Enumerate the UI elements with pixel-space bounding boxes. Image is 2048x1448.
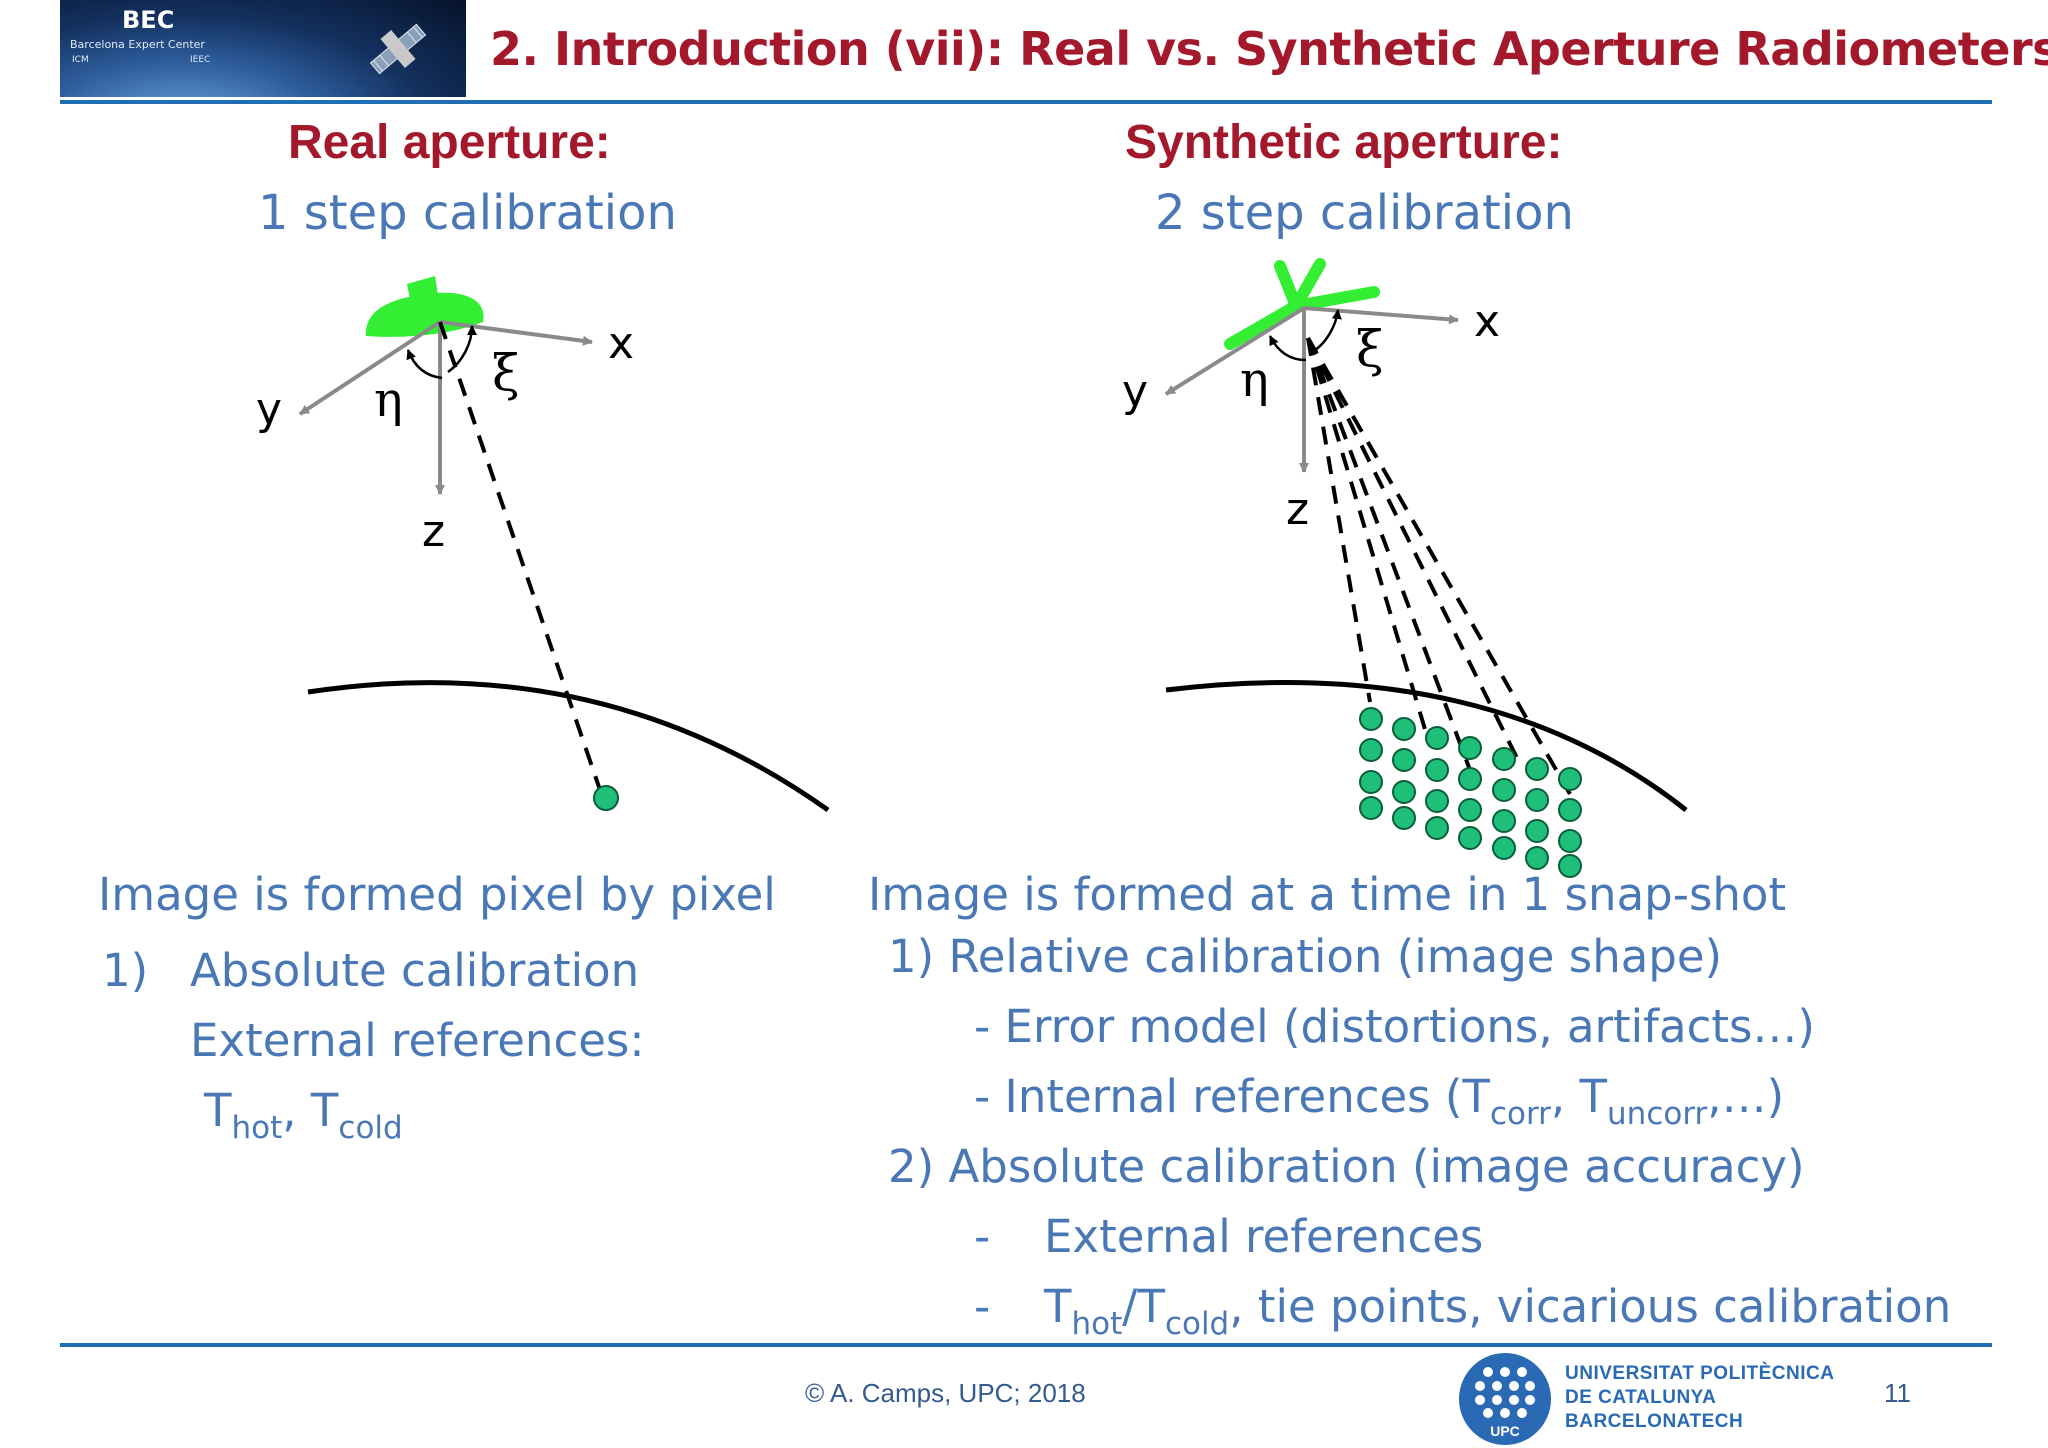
synthetic-x-label: x	[1474, 296, 1501, 347]
real-x-label: x	[608, 318, 635, 369]
synthetic-z-label: z	[1286, 484, 1310, 535]
synthetic-pixel-grid	[1359, 707, 1582, 878]
logo-partner-right: IEEC	[190, 55, 211, 65]
university-name-line2: DE CATALUNYA	[1565, 1387, 1717, 1408]
synthetic-antenna-arms	[1224, 258, 1380, 350]
synthetic-item2-dash1: -	[974, 1210, 991, 1263]
real-axis-y	[298, 320, 442, 416]
synthetic-item2-external-refs: External references	[1044, 1210, 1484, 1263]
satellite-icon	[369, 23, 427, 75]
real-item1-number: 1)	[102, 944, 149, 997]
synthetic-aperture-diagram	[1164, 258, 1688, 878]
synthetic-eta-label: η	[1240, 352, 1269, 408]
logo-partner-left: ICM	[72, 55, 89, 65]
synthetic-body-intro: Image is formed at a time in 1 snap-shot	[868, 868, 1787, 921]
synthetic-earth-surface	[1165, 680, 1688, 812]
page-number: 11	[1884, 1378, 1911, 1408]
real-earth-surface	[307, 680, 830, 813]
synthetic-xi-label: ξ	[1356, 320, 1384, 378]
real-eta-label: η	[374, 372, 403, 428]
synthetic-item1-internal-refs: - Internal references (Tcorr, Tuncorr,…)	[974, 1070, 1785, 1132]
synthetic-xi-angle-arrow	[1311, 309, 1342, 354]
real-antenna	[365, 276, 484, 337]
synthetic-y-label: y	[1122, 366, 1149, 417]
synthetic-item2: 2) Absolute calibration (image accuracy)	[888, 1140, 1805, 1193]
synthetic-axis-x	[1303, 306, 1459, 325]
upc-logo: UPC	[1459, 1353, 1551, 1445]
real-item1-subtext: External references:	[190, 1014, 645, 1067]
synthetic-item1: 1) Relative calibration (image shape)	[888, 930, 1723, 983]
real-thot-tcold: Thot, Tcold	[204, 1084, 403, 1146]
real-body-intro: Image is formed pixel by pixel	[98, 868, 776, 921]
university-name-line3: BARCELONATECH	[1565, 1411, 1744, 1432]
university-name-line1: UNIVERSITAT POLITÈCNICA	[1565, 1363, 1835, 1384]
real-z-label: z	[422, 506, 446, 557]
synthetic-item2-thot-tcold: Thot/Tcold, tie points, vicarious calibr…	[1044, 1280, 1952, 1342]
real-aperture-heading: Real aperture:	[288, 116, 611, 169]
synthetic-axis-y	[1164, 306, 1306, 396]
synthetic-eta-angle-arrow	[1268, 335, 1307, 362]
logo-text: BEC	[122, 6, 175, 34]
real-xi-label: ξ	[492, 344, 520, 402]
real-aperture-subheading: 1 step calibration	[258, 185, 677, 241]
logo-subtitle: Barcelona Expert Center	[70, 38, 205, 51]
real-xi-angle-arrow	[447, 325, 477, 374]
real-aperture-diagram	[298, 276, 830, 813]
real-axis-x	[439, 320, 593, 346]
real-pixel	[593, 785, 619, 811]
real-beam-line	[438, 321, 602, 791]
header-rule	[60, 100, 1992, 104]
real-eta-angle-arrow	[406, 349, 443, 380]
synthetic-item1-error-model: - Error model (distortions, artifacts…)	[974, 1000, 1815, 1053]
real-item1-text: Absolute calibration	[190, 944, 640, 997]
synthetic-aperture-heading: Synthetic aperture:	[1125, 116, 1563, 169]
upc-abbrev: UPC	[1490, 1423, 1520, 1439]
bec-logo: BEC Barcelona Expert Center ICM IEEC	[60, 0, 466, 97]
slide-title: 2. Introduction (vii): Real vs. Syntheti…	[490, 22, 2048, 76]
real-y-label: y	[256, 384, 283, 435]
synthetic-aperture-subheading: 2 step calibration	[1155, 185, 1574, 241]
synthetic-item2-dash2: -	[974, 1280, 991, 1333]
copyright: © A. Camps, UPC; 2018	[805, 1378, 1086, 1408]
synthetic-beam-lines	[1306, 337, 1572, 795]
footer-rule	[60, 1343, 1992, 1347]
